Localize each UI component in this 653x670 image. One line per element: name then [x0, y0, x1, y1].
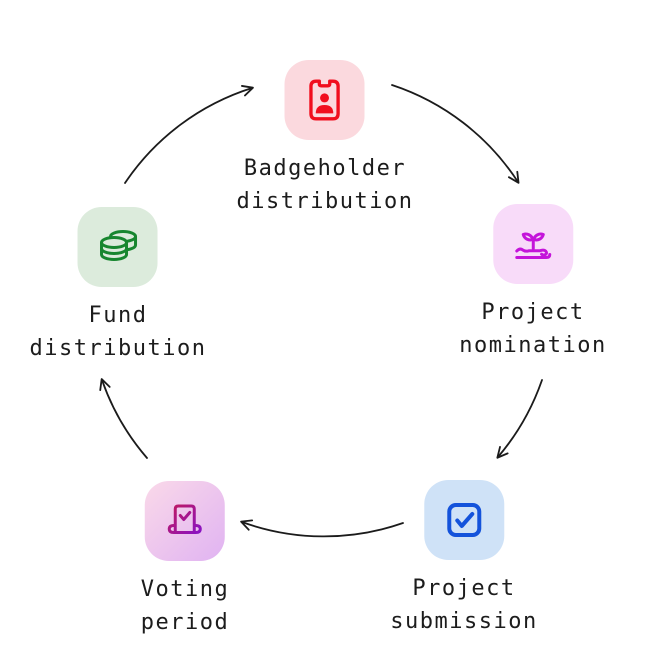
fund-icon-box [77, 207, 158, 287]
ballot-box-icon [167, 504, 202, 534]
node-label: Voting period [140, 577, 230, 635]
coins-icon [100, 230, 138, 261]
id-badge-icon [309, 79, 341, 121]
seedling-in-hand-icon [514, 232, 551, 259]
node-label: Project submission [390, 576, 538, 634]
voting-icon-box [144, 481, 225, 561]
node-badgeholder-distribution: Badgeholder distribution [237, 60, 414, 218]
node-voting-period: Voting period [141, 481, 229, 639]
node-label: Badgeholder distribution [236, 156, 414, 214]
node-label: Project nomination [459, 300, 607, 358]
node-project-submission: Project submission [390, 480, 537, 638]
arrow-submission-to-voting [240, 519, 404, 538]
arrow-voting-to-fund [99, 378, 148, 459]
nomination-icon-box [492, 204, 573, 284]
node-fund-distribution: Fund distribution [30, 207, 207, 365]
checkbox-checked-icon [446, 503, 481, 537]
node-label: Fund distribution [29, 303, 207, 361]
arrow-nomination-to-submission [496, 379, 543, 459]
node-project-nomination: Project nomination [459, 204, 606, 362]
badgeholder-icon-box [284, 60, 365, 140]
arrow-fund-to-badgeholder [124, 85, 254, 184]
submission-icon-box [423, 480, 504, 560]
